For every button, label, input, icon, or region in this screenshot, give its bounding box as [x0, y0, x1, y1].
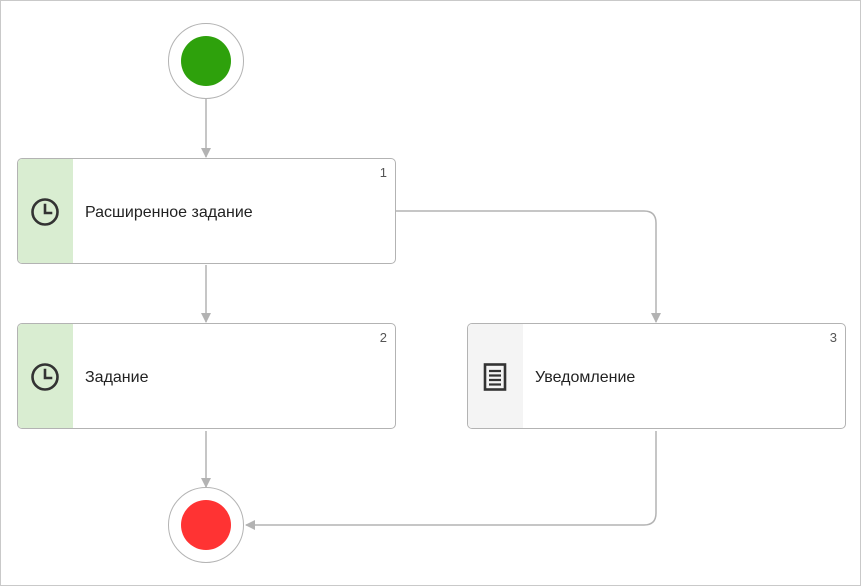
start-event-core [181, 36, 231, 86]
task-1-label: Расширенное задание [85, 204, 253, 221]
task-3[interactable]: Уведомление 3 [467, 323, 846, 429]
end-event-core [181, 500, 231, 550]
connector-task3-to-end [245, 431, 657, 530]
task-3-number: 3 [829, 330, 837, 345]
task-2-number: 2 [379, 330, 387, 345]
clock-icon [31, 363, 59, 391]
clock-icon [31, 198, 59, 226]
start-event[interactable] [168, 23, 244, 99]
task-2-label: Задание [85, 369, 149, 386]
document-icon [483, 363, 507, 391]
task-1[interactable]: Расширенное задание 1 [17, 158, 396, 264]
task-3-label: Уведомление [535, 369, 636, 386]
task-1-number: 1 [379, 165, 387, 180]
end-event[interactable] [168, 487, 244, 563]
connector-task1-to-task3 [396, 210, 661, 323]
task-2[interactable]: Задание 2 [17, 323, 396, 429]
